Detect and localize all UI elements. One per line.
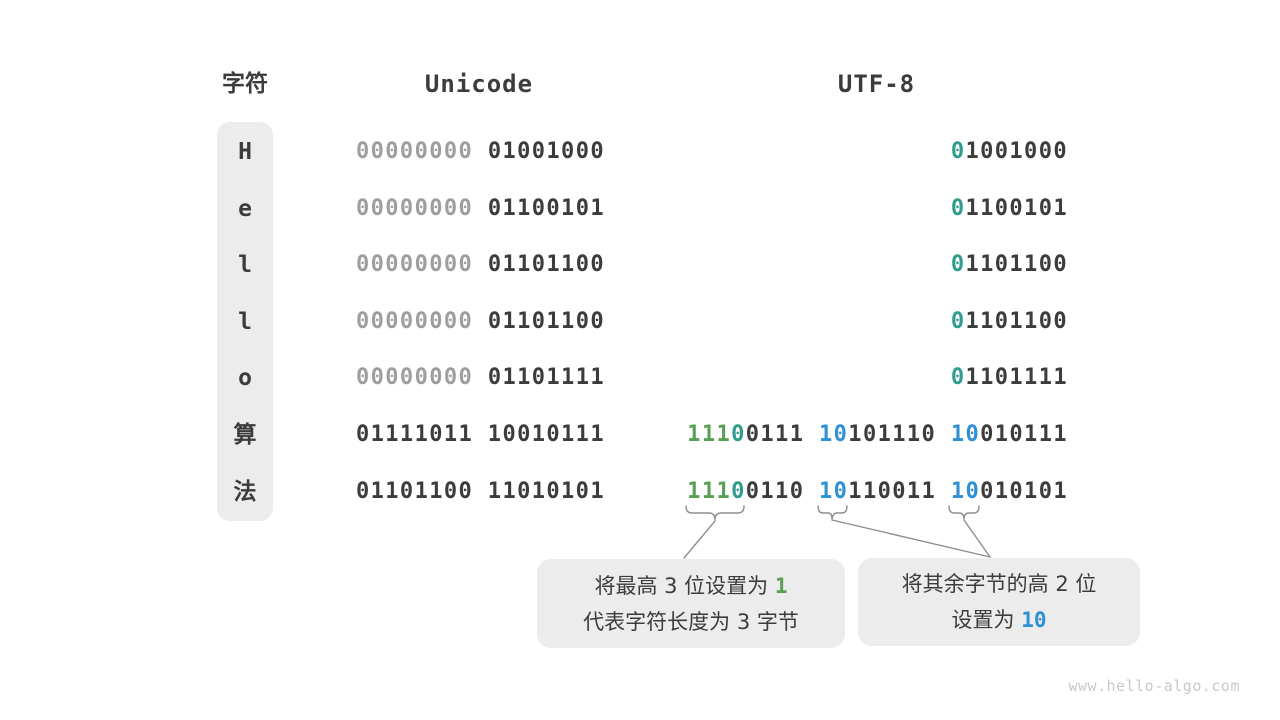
watermark: www.hello-algo.com	[1068, 677, 1240, 695]
bit-segment-dark: 101110	[848, 422, 951, 447]
bit-segment-blue: 10	[819, 478, 849, 504]
bit-segment-teal: 0	[731, 478, 746, 504]
callout-text: 设置为	[951, 608, 1022, 632]
bit-segment-dark: 0110	[745, 478, 819, 504]
utf8-bits-cell: 11100111 10101110 10010111	[686, 421, 1068, 449]
utf8-bits-cell: 11100110 10110011 10010101	[686, 478, 1068, 506]
character-cell: e	[238, 195, 252, 222]
callout-line: 代表字符长度为 3 字节	[583, 604, 799, 640]
bit-segment-gray: 00000000	[356, 195, 474, 221]
character-cell: l	[238, 308, 252, 335]
bit-segment-dark: 01101100 11010101	[356, 478, 605, 504]
bit-segment-dark: 010101	[980, 478, 1068, 504]
unicode-bits-cell: 00000000 01101100	[356, 251, 605, 279]
bit-segment-dark: 010111	[980, 422, 1068, 447]
bit-segment-green: 111	[687, 422, 732, 447]
utf8-bits-cell: 01001000	[686, 138, 1068, 166]
unicode-bits-cell: 00000000 01100101	[356, 195, 605, 223]
bit-segment-blue: 10	[950, 478, 981, 504]
callout-line: 设置为 10	[952, 602, 1047, 638]
bit-segment-teal: 0	[950, 139, 966, 164]
bit-segment-blue: 10	[1021, 608, 1047, 632]
character-cell: o	[238, 365, 252, 392]
bit-segment-dark: 01100101	[473, 195, 605, 221]
bit-segment-green: 111	[687, 478, 732, 504]
utf8-bits-cell: 01101100	[686, 251, 1068, 279]
bit-segment-green: 1	[774, 573, 788, 598]
character-cell: l	[238, 252, 252, 279]
bit-segment-dark: 01111011 10010111	[356, 422, 605, 447]
column-header-character: 字符	[222, 71, 268, 97]
callout-continuation-byte-rule: 将其余字节的高 2 位 设置为 10	[858, 558, 1140, 646]
callout-text: 将最高 3 位设置为	[594, 573, 775, 598]
bit-segment-gray: 00000000	[356, 252, 474, 278]
bit-segment-blue: 10	[950, 422, 981, 447]
bit-segment-dark: 1100101	[965, 195, 1068, 221]
character-column-background	[217, 122, 273, 521]
bit-segment-teal: 0	[950, 308, 966, 334]
bit-segment-dark: 110011	[848, 478, 951, 504]
unicode-bits-cell: 00000000 01101100	[356, 308, 605, 336]
connector-line-leading	[683, 520, 716, 559]
bit-segment-dark: 01101111	[473, 365, 605, 391]
bit-segment-teal: 0	[950, 195, 966, 221]
callout-text: 代表字符长度为 3 字节	[583, 609, 799, 634]
underbrace-continuation-byte-2	[817, 505, 848, 520]
bit-segment-dark: 0111	[745, 422, 819, 447]
bit-segment-dark: 1101111	[965, 365, 1068, 391]
utf8-bits-cell: 01100101	[686, 195, 1068, 223]
bit-segment-dark: 01001000	[473, 139, 605, 164]
bit-segment-dark: 1001000	[965, 139, 1068, 164]
bit-segment-teal: 0	[950, 252, 966, 278]
bit-segment-gray: 00000000	[356, 139, 474, 164]
underbrace-continuation-byte-3	[948, 505, 980, 520]
bit-segment-gray: 00000000	[356, 308, 474, 334]
underbrace-leading-bits	[685, 505, 745, 521]
bit-segment-teal: 0	[950, 365, 966, 391]
connector-line-continuation-3	[963, 519, 991, 558]
bit-segment-blue: 10	[819, 422, 849, 447]
connector-line-continuation-2	[831, 519, 991, 558]
unicode-bits-cell: 01101100 11010101	[356, 478, 605, 506]
column-header-utf8: UTF-8	[837, 70, 916, 98]
utf8-bits-cell: 01101111	[686, 364, 1068, 392]
bit-segment-dark: 01101100	[473, 252, 605, 278]
character-cell: H	[238, 139, 252, 165]
character-cell: 算	[233, 422, 257, 448]
bit-segment-dark: 1101100	[965, 308, 1068, 334]
bit-segment-teal: 0	[731, 422, 746, 447]
callout-text: 将其余字节的高 2 位	[901, 572, 1097, 596]
column-header-unicode: Unicode	[424, 70, 534, 98]
unicode-bits-cell: 00000000 01001000	[356, 138, 605, 166]
bit-segment-gray: 00000000	[356, 365, 474, 391]
unicode-bits-cell: 00000000 01101111	[356, 364, 605, 392]
callout-leading-byte-rule: 将最高 3 位设置为 1 代表字符长度为 3 字节	[537, 559, 845, 648]
utf8-bits-cell: 01101100	[686, 308, 1068, 336]
unicode-bits-cell: 01111011 10010111	[356, 421, 605, 449]
character-cell: 法	[233, 478, 257, 505]
bit-segment-dark: 01101100	[473, 308, 605, 334]
callout-line: 将其余字节的高 2 位	[902, 566, 1097, 602]
bit-segment-dark: 1101100	[965, 252, 1068, 278]
callout-line: 将最高 3 位设置为 1	[594, 568, 787, 604]
